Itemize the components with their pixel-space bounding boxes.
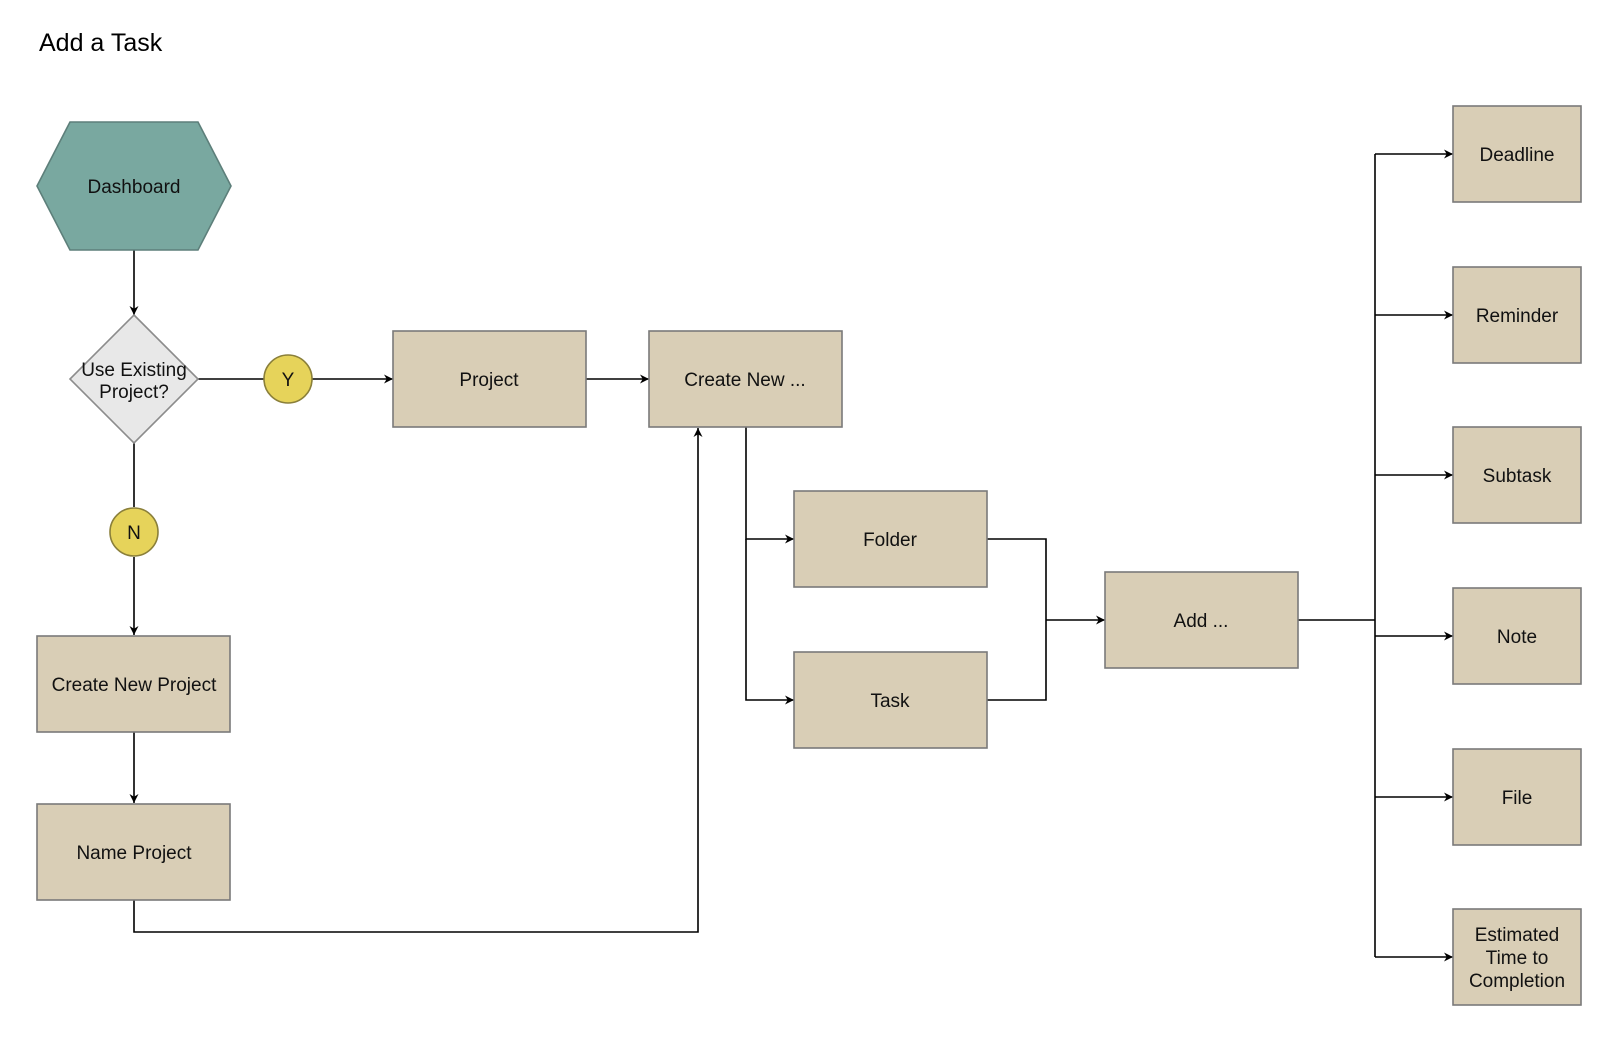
circle-shape xyxy=(263,354,313,404)
edge-folder-to-add xyxy=(986,538,1047,620)
edge-task-to-add xyxy=(986,620,1047,701)
node-label: Create New Project xyxy=(52,675,217,696)
node-label: Use Existing xyxy=(81,360,187,381)
node-label: Name Project xyxy=(76,843,192,864)
rect-shape xyxy=(36,635,231,733)
node-label: File xyxy=(1502,788,1533,809)
rect-shape xyxy=(1452,748,1582,846)
node-label: Subtask xyxy=(1483,466,1552,487)
node-label: Completion xyxy=(1469,971,1565,992)
node-label: Reminder xyxy=(1476,306,1559,327)
node-dashboard[interactable]: Dashboard xyxy=(36,121,232,251)
edges xyxy=(129,149,1453,962)
rect-shape xyxy=(36,803,231,901)
rect-shape xyxy=(648,330,843,428)
node-label: Y xyxy=(282,370,295,391)
node-yes-connector[interactable]: Y xyxy=(263,354,313,404)
node-label: Estimated xyxy=(1475,925,1559,946)
rect-shape xyxy=(1452,105,1582,203)
rect-shape xyxy=(793,651,988,749)
edge-create-new-to-task xyxy=(745,539,794,705)
rect-shape xyxy=(1452,908,1582,1006)
node-label: Add ... xyxy=(1174,611,1229,632)
node-label: Task xyxy=(870,691,910,712)
node-estimated-time-to-completion[interactable]: Estimated Time to Completion xyxy=(1452,908,1582,1006)
node-deadline[interactable]: Deadline xyxy=(1452,105,1582,203)
page-title: Add a Task xyxy=(39,29,163,57)
circle-shape xyxy=(109,507,159,557)
node-reminder[interactable]: Reminder xyxy=(1452,266,1582,364)
rect-shape xyxy=(392,330,587,428)
nodes: Dashboard Use Existing Project? Y N Proj… xyxy=(36,105,1582,1006)
node-create-new-project[interactable]: Create New Project xyxy=(36,635,231,733)
node-file[interactable]: File xyxy=(1452,748,1582,846)
node-label: N xyxy=(127,523,141,544)
rect-shape xyxy=(1452,587,1582,685)
node-folder[interactable]: Folder xyxy=(793,490,988,588)
node-label: Project xyxy=(459,370,519,391)
node-task[interactable]: Task xyxy=(793,651,988,749)
node-label: Deadline xyxy=(1480,145,1555,166)
node-label: Project? xyxy=(99,382,169,403)
node-label: Folder xyxy=(863,530,918,551)
node-note[interactable]: Note xyxy=(1452,587,1582,685)
node-label: Time to xyxy=(1486,948,1549,969)
rect-shape xyxy=(793,490,988,588)
rect-shape xyxy=(1452,426,1582,524)
rect-shape xyxy=(1104,571,1299,669)
edge-name-project-to-create-new xyxy=(133,428,703,933)
node-create-new[interactable]: Create New ... xyxy=(648,330,843,428)
hexagon-shape xyxy=(36,121,232,251)
node-subtask[interactable]: Subtask xyxy=(1452,426,1582,524)
diamond-shape xyxy=(68,313,200,445)
node-label: Dashboard xyxy=(88,177,181,198)
rect-shape xyxy=(1452,266,1582,364)
node-label: Create New ... xyxy=(684,370,805,391)
node-no-connector[interactable]: N xyxy=(109,507,159,557)
edge-create-new-to-folder xyxy=(745,427,794,544)
node-label: Note xyxy=(1497,627,1537,648)
node-add[interactable]: Add ... xyxy=(1104,571,1299,669)
node-project[interactable]: Project xyxy=(392,330,587,428)
node-name-project[interactable]: Name Project xyxy=(36,803,231,901)
node-use-existing-project-decision[interactable]: Use Existing Project? xyxy=(68,313,200,445)
